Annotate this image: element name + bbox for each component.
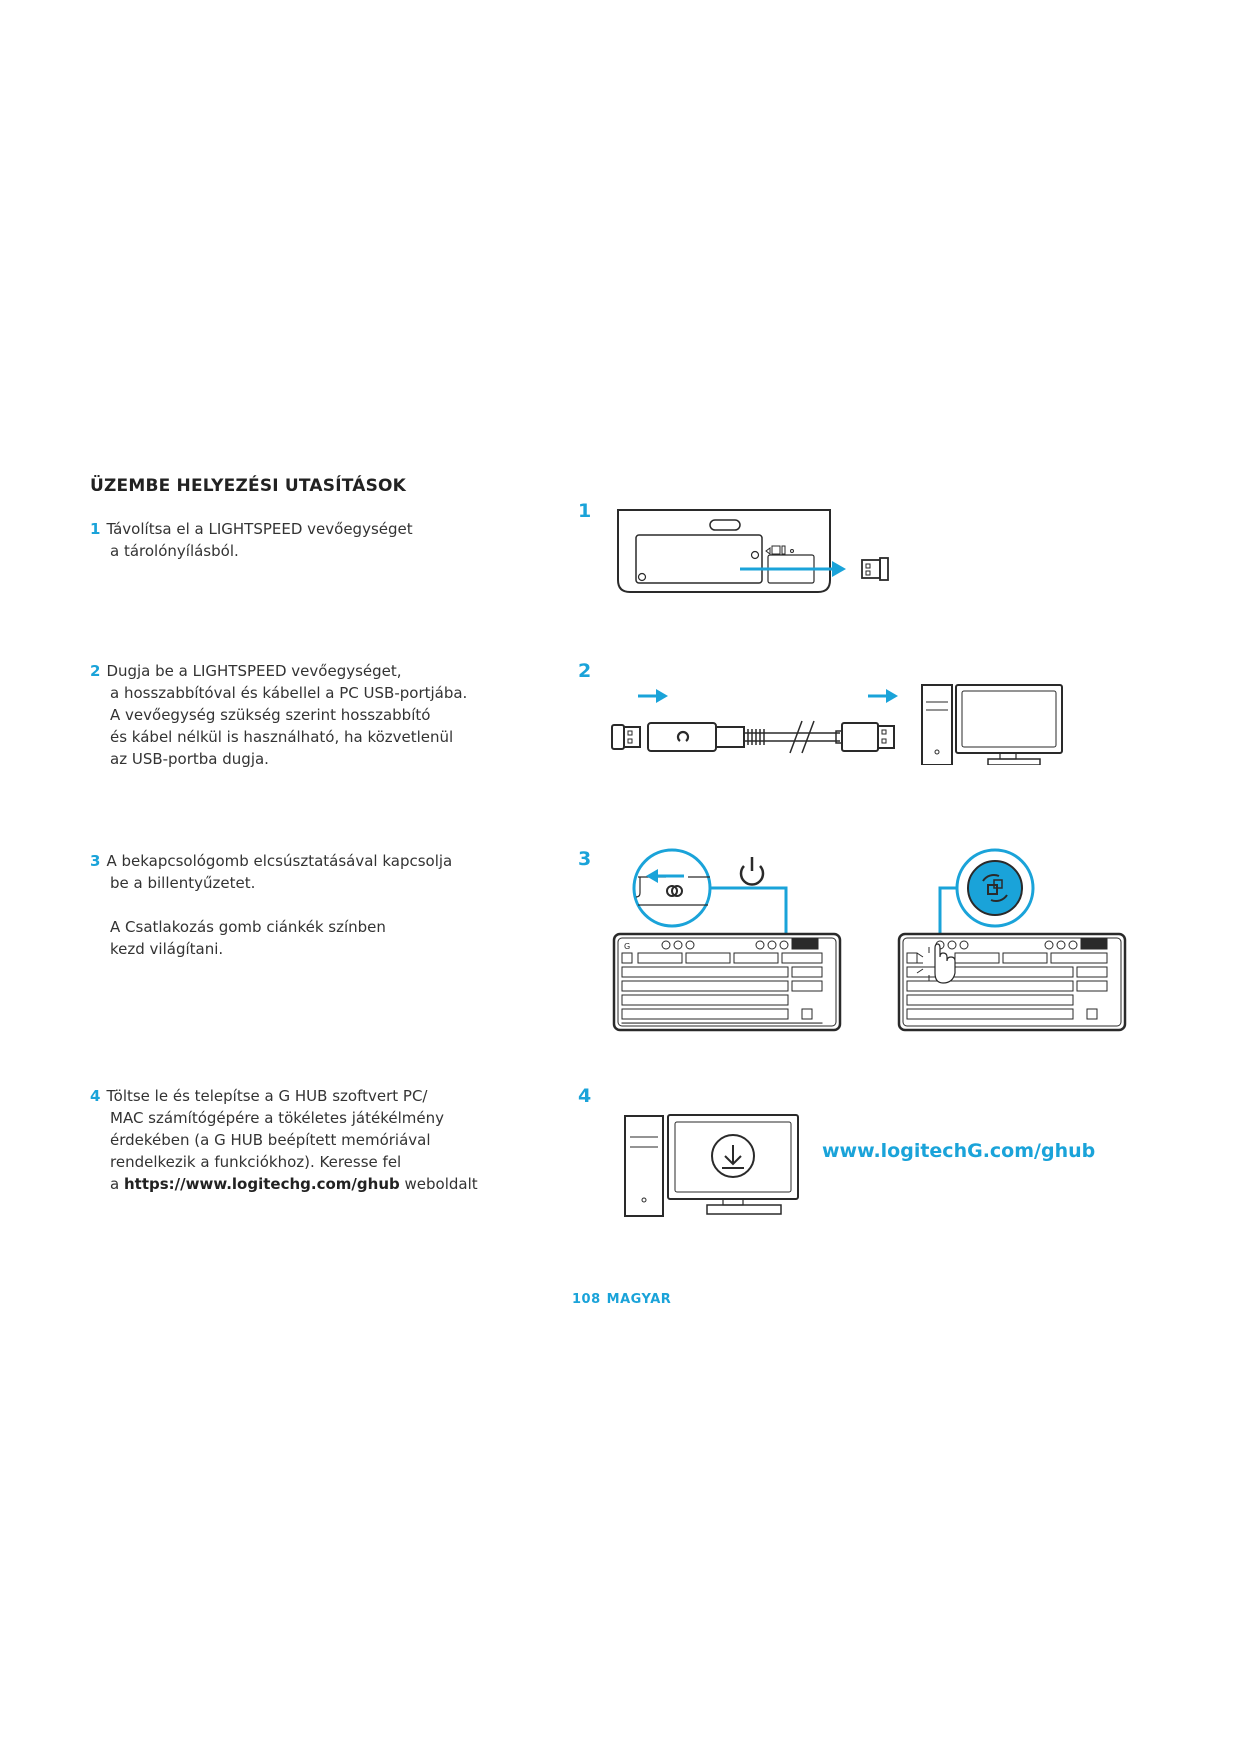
page-title: ÜZEMBE HELYEZÉSI UTASÍTÁSOK <box>90 476 407 496</box>
page-footer: 108 MAGYAR <box>572 1292 671 1307</box>
step-4-line: MAC számítógépére a tökéletes játékélmén… <box>110 1109 444 1127</box>
step-2-line: A vevőegység szükség szerint hosszabbító <box>110 706 431 724</box>
usb-plug-icon <box>841 722 895 752</box>
figure-3-left: G <box>612 848 842 1032</box>
keyboard-icon <box>897 932 1127 1032</box>
download-icon <box>711 1134 755 1178</box>
connect-button-icon <box>967 860 1023 916</box>
arrow-right-icon <box>740 561 846 577</box>
figure-3-right <box>897 848 1127 1032</box>
extender-adapter-icon <box>647 722 745 752</box>
finger-press-icon <box>915 943 956 984</box>
cable-icon <box>744 720 843 754</box>
step-1-line: a tárolónyílásból. <box>110 542 239 560</box>
keyboard-underside-icon <box>617 509 831 593</box>
usb-receiver-icon <box>611 724 641 750</box>
desktop-pc-icon <box>921 684 1063 765</box>
usb-receiver-icon <box>861 557 889 581</box>
step-2-line: és kábel nélkül is használható, ha közve… <box>110 728 454 746</box>
ghub-link[interactable]: https://www.logitechg.com/ghub <box>123 1175 400 1193</box>
figure-1 <box>617 509 889 593</box>
step-number: 3 <box>90 852 101 870</box>
g-logo-icon: G <box>624 942 630 951</box>
figure-number: 1 <box>578 500 592 522</box>
step-3-line: be a billentyűzetet. <box>110 874 256 892</box>
figure-number: 2 <box>578 660 592 682</box>
arrow-right-icon <box>638 689 668 703</box>
step-number: 1 <box>90 520 101 538</box>
step-4-line: érdekében (a G HUB beépített memóriával <box>110 1131 431 1149</box>
step-3-note-line: A Csatlakozás gomb ciánkék színben <box>110 918 386 936</box>
keyboard-icon: G <box>612 932 842 1032</box>
step-3-note-line: kezd világítani. <box>110 940 224 958</box>
page-language: MAGYAR <box>606 1292 672 1307</box>
step-2-line: az USB-portba dugja. <box>110 750 269 768</box>
figure-number: 4 <box>578 1085 592 1107</box>
figure-4 <box>624 1114 799 1217</box>
power-switch-magnifier-icon <box>632 848 788 933</box>
step-number: 2 <box>90 662 101 680</box>
receiver-slot-label-icon <box>765 545 794 555</box>
power-icon <box>739 857 765 886</box>
figure-number: 3 <box>578 848 592 870</box>
figure-2 <box>611 684 1063 765</box>
step-number: 4 <box>90 1087 101 1105</box>
page-number: 108 <box>572 1292 601 1307</box>
ghub-url-link[interactable]: www.logitechG.com/ghub <box>822 1140 1096 1162</box>
arrow-right-icon <box>868 689 898 703</box>
desktop-pc-icon <box>624 1114 799 1217</box>
step-2-line: a hosszabbítóval és kábellel a PC USB-po… <box>110 684 468 702</box>
step-4-line: rendelkezik a funkciókhoz). Keresse fel <box>110 1153 402 1171</box>
step-4-line: a https://www.logitechg.com/ghub webolda… <box>110 1175 478 1193</box>
